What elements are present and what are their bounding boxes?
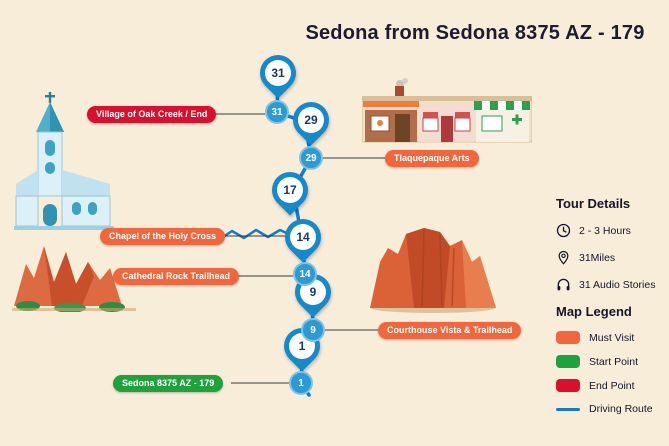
stop-label-chapel-of-the-holy-cross[interactable]: Chapel of the Holy Cross: [100, 228, 226, 245]
map-legend-heading: Map Legend: [556, 304, 632, 319]
route-dot-stop-29[interactable]: 29: [299, 146, 323, 170]
church-illustration: [14, 92, 114, 230]
stop-label-cathedral-rock-trailhead[interactable]: Cathedral Rock Trailhead: [113, 268, 240, 285]
tour-duration-text: 2 - 3 Hours: [579, 224, 631, 237]
legend-driving-route: Driving Route: [556, 403, 668, 415]
tour-audio-text: 31 Audio Stories: [579, 278, 656, 291]
legend-must-visit-text: Must Visit: [589, 331, 635, 344]
pin-number: 14: [290, 224, 316, 250]
info-panel: Tour Details 2 - 3 Hours 31Miles 31 Audi…: [556, 196, 668, 426]
tour-distance: 31Miles: [556, 250, 668, 265]
legend-start-point-text: Start Point: [589, 355, 639, 368]
map-pin-stop-14[interactable]: 14: [277, 211, 329, 263]
tour-details-heading: Tour Details: [556, 196, 631, 211]
headphones-icon: [557, 278, 570, 291]
cathedral-rock-illustration: [12, 246, 136, 312]
route-dot-stop-9[interactable]: 9: [301, 318, 325, 342]
tour-duration: 2 - 3 Hours: [556, 223, 668, 238]
tour-audio-stories: 31 Audio Stories: [556, 277, 668, 292]
map-pin-stop-17[interactable]: 17: [264, 164, 316, 216]
legend-must-visit: Must Visit: [556, 331, 668, 344]
stop-label-tlaquepaque-arts[interactable]: Tlaquepaque Arts: [385, 150, 479, 167]
legend-driving-route-text: Driving Route: [589, 403, 653, 415]
location-pin-icon: [558, 250, 569, 265]
route-dot-stop-1[interactable]: 1: [289, 371, 313, 395]
courthouse-butte-illustration: [370, 228, 496, 313]
clock-icon: [556, 223, 571, 238]
chapel-route-squiggle: [218, 228, 293, 241]
tour-distance-text: 31Miles: [579, 251, 616, 264]
stop-label-village-of-oak-creek-end[interactable]: Village of Oak Creek / End: [87, 106, 217, 123]
page-title: Sedona from Sedona 8375 AZ - 179: [305, 22, 645, 44]
legend-end-point: End Point: [556, 379, 668, 392]
start-point-swatch: [556, 355, 580, 368]
route-dot-stop-31[interactable]: 31: [265, 100, 289, 124]
map-pin-stop-31[interactable]: 31: [252, 47, 304, 99]
map-pin-stop-29[interactable]: 29: [285, 94, 337, 146]
driving-route-swatch: [556, 407, 580, 411]
route-dot-stop-14[interactable]: 14: [293, 262, 317, 286]
storefront-illustration: [362, 78, 532, 143]
pin-number: 29: [298, 107, 324, 133]
stop-label-sedona-start[interactable]: Sedona 8375 AZ - 179: [113, 375, 224, 392]
legend-start-point: Start Point: [556, 355, 668, 368]
pin-number: 31: [265, 60, 291, 86]
stop-label-courthouse-vista-trailhead[interactable]: Courthouse Vista & Trailhead: [378, 322, 522, 339]
pin-number: 17: [277, 177, 303, 203]
end-point-swatch: [556, 379, 580, 392]
legend-end-point-text: End Point: [589, 379, 635, 392]
must-visit-swatch: [556, 331, 580, 344]
